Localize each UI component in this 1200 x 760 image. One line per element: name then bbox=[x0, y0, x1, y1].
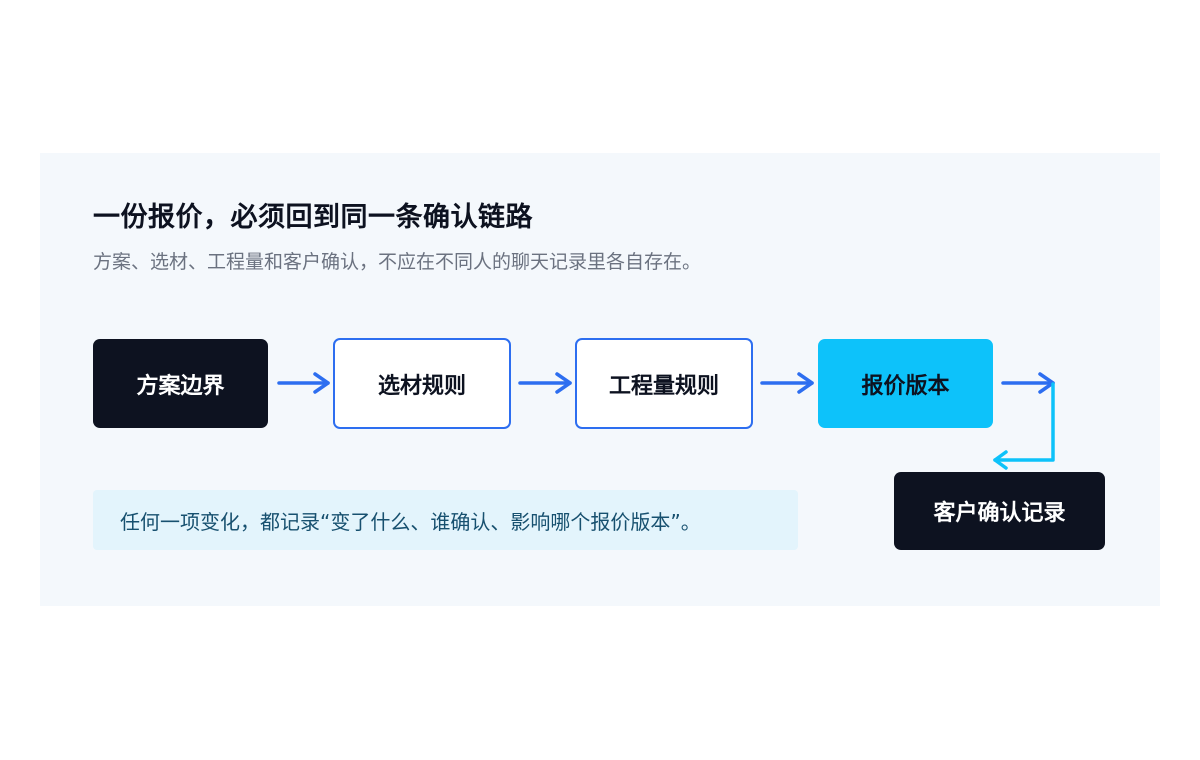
diagram-subtitle: 方案、选材、工程量和客户确认，不应在不同人的聊天记录里各自存在。 bbox=[93, 251, 702, 273]
change-log-note-text: 任何一项变化，都记录“变了什么、谁确认、影响哪个报价版本”。 bbox=[120, 509, 701, 534]
diagram-title: 一份报价，必须回到同一条确认链路 bbox=[93, 202, 533, 233]
node-client-confirmation: 客户确认记录 bbox=[894, 472, 1105, 550]
node-quantity-rules: 工程量规则 bbox=[575, 338, 753, 429]
node-client-confirmation-label: 客户确认记录 bbox=[933, 501, 1066, 526]
node-scheme-boundary-label: 方案边界 bbox=[136, 373, 225, 399]
node-quote-version-label: 报价版本 bbox=[861, 373, 950, 399]
change-log-note: 任何一项变化，都记录“变了什么、谁确认、影响哪个报价版本”。 bbox=[93, 490, 798, 550]
node-quote-version: 报价版本 bbox=[818, 339, 993, 428]
node-material-rules-label: 选材规则 bbox=[377, 373, 466, 399]
node-scheme-boundary: 方案边界 bbox=[93, 339, 268, 428]
node-material-rules: 选材规则 bbox=[333, 338, 511, 429]
node-quantity-rules-label: 工程量规则 bbox=[608, 373, 719, 399]
